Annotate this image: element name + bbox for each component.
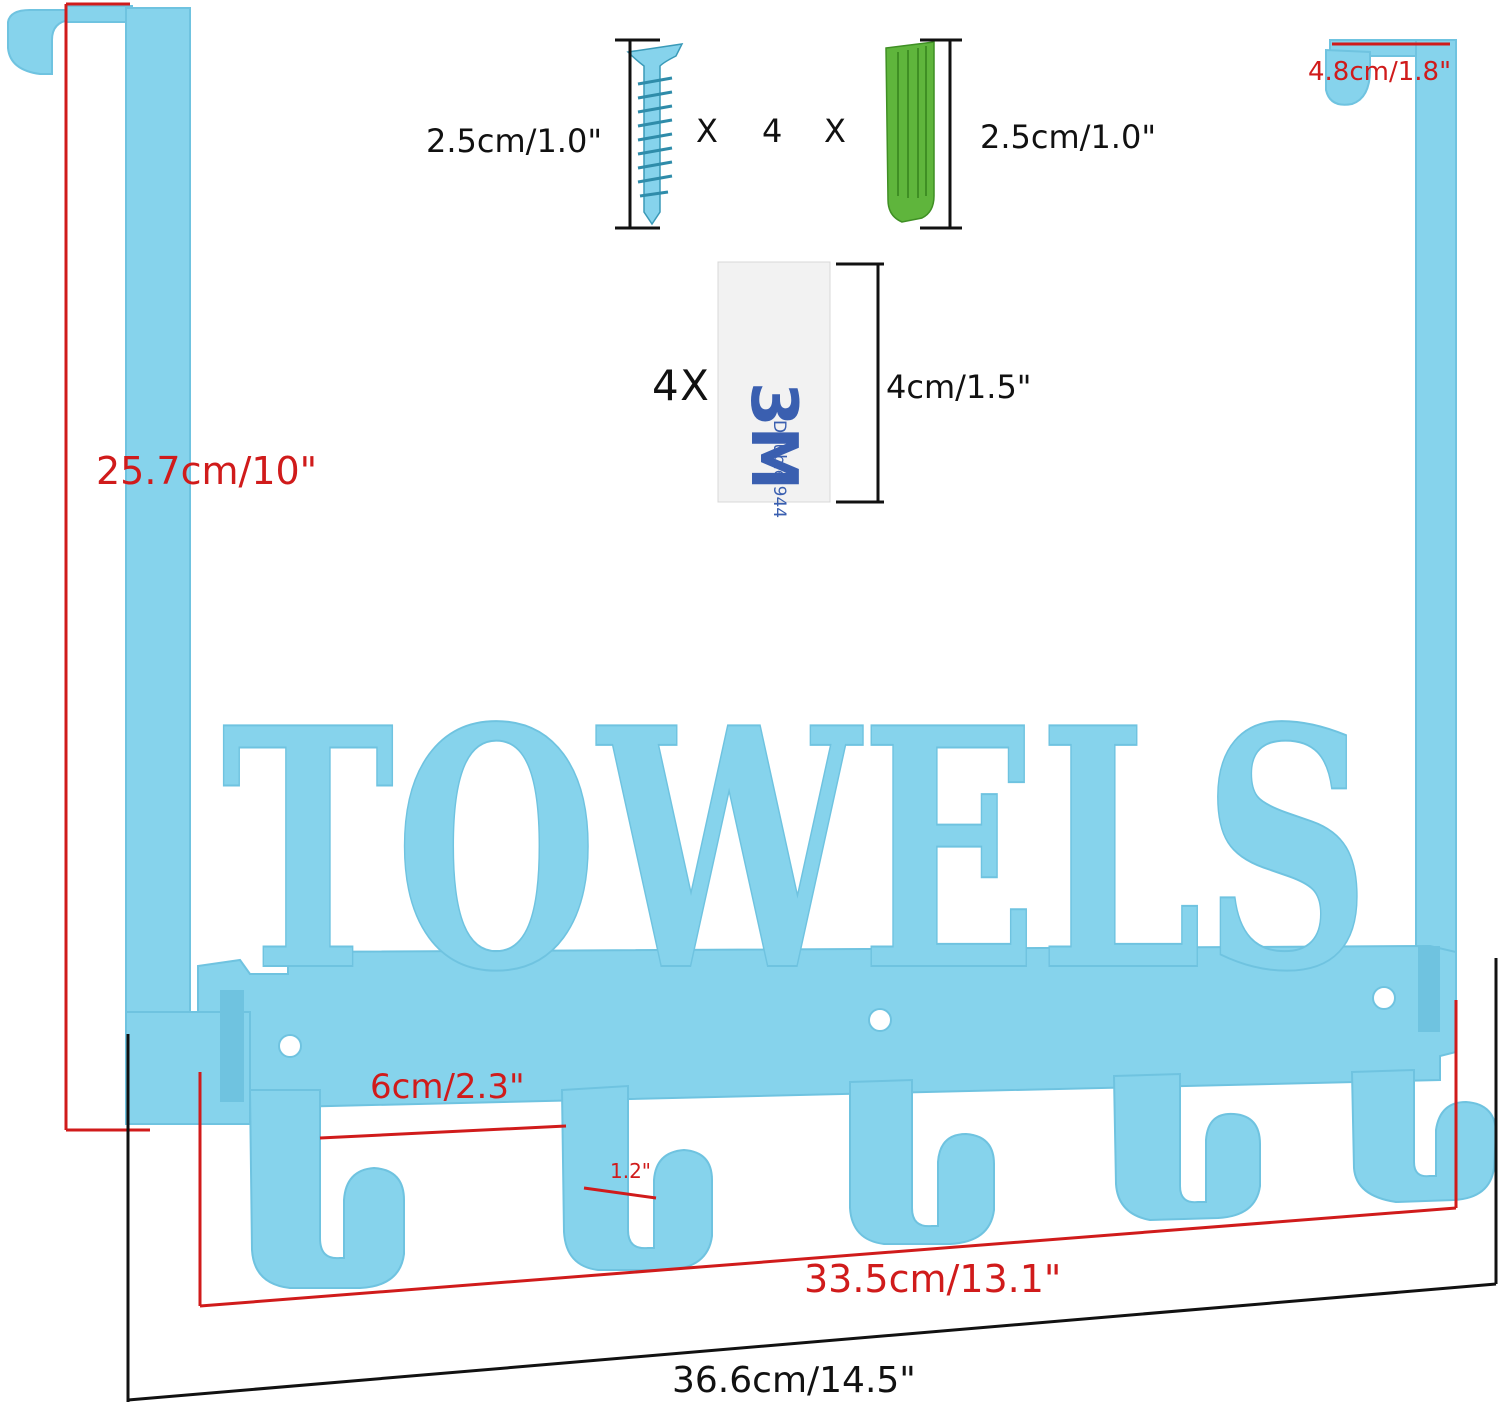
tape-length-label: 4cm/1.5" [886,368,1032,406]
tape-count-label: 4 X [652,361,708,410]
anchor-icon [885,41,935,223]
right-door-hook [1325,48,1371,106]
left-clip [220,990,244,1102]
tape-brand: 3M [736,382,810,490]
towels-word: TOWELS [221,656,1371,1044]
height-dimension-line [64,2,150,1132]
mount-hole-right [1372,986,1396,1010]
height-label: 25.7cm/10" [96,449,317,493]
total-width-dimension-line [126,958,1498,1402]
hook-spacing-label: 6cm/2.3" [370,1067,525,1107]
hook-depth-label: 4.8cm/1.8" [1308,57,1451,87]
towel-rack [7,5,1498,1289]
anchor-dimension-bracket [920,38,962,230]
hook-5 [1350,1068,1498,1204]
total-width-label: 36.6cm/14.5" [672,1360,916,1401]
hardware-quantity: 4 [762,112,782,150]
right-clip [1418,946,1440,1032]
hook-spacing-dimension-line [319,1124,567,1140]
tape-text: Double 944 [769,420,789,518]
hook-width-dimension-line [583,1186,657,1200]
screw-icon [626,43,684,226]
hook-span-dimension-line [198,1000,1458,1308]
left-hook-top [65,5,133,23]
multiply-sign-right: X [824,112,846,150]
hook-1 [248,1089,405,1289]
hook-4 [1112,1072,1261,1222]
hook-2 [560,1084,713,1271]
tape-icon: 3M Double 944 [717,261,831,518]
screw-length-label: 2.5cm/1.0" [426,122,602,160]
mount-hole-center [868,1008,892,1032]
mount-hole-left [278,1034,302,1058]
right-upright-bar [1415,39,1457,1051]
hook-3 [849,1078,995,1245]
hook-span-label: 33.5cm/13.1" [804,1257,1061,1301]
tape-dimension-bracket [836,262,884,504]
left-upright-bar [125,7,191,1021]
anchor-length-label: 2.5cm/1.0" [980,118,1156,156]
screw-dimension-bracket [615,38,660,230]
multiply-sign-left: X [696,112,718,150]
hook-width-label: 1.2" [610,1159,651,1183]
